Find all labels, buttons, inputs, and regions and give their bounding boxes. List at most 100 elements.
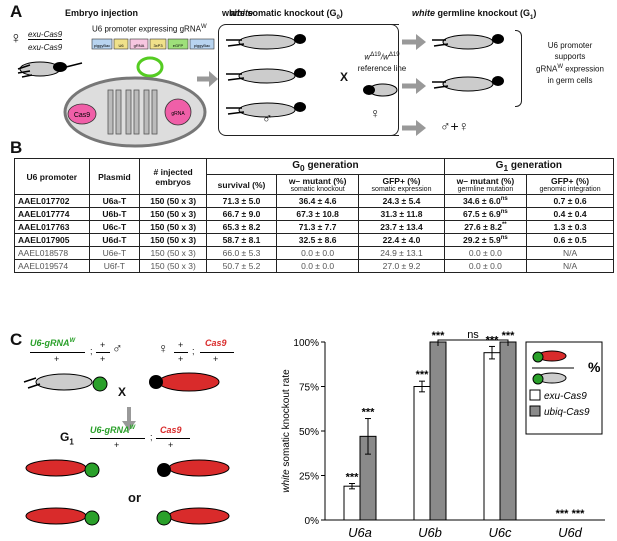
x-category-label: U6c <box>488 525 512 540</box>
bar-ubiq-Cas9 <box>429 341 447 521</box>
plasmid-part-3: gRNA <box>134 43 145 48</box>
significance-label: *** <box>362 407 376 419</box>
cell-gfp-g1: N/A <box>526 246 614 260</box>
cell-survival: 58.7 ± 8.1 <box>206 233 277 247</box>
cell-gfp-g0: 23.7 ± 13.4 <box>358 220 445 234</box>
c-cross-x: X <box>118 385 127 399</box>
c-right-cas9: Cas9 <box>205 338 227 348</box>
g1-mosquitoes <box>432 34 504 92</box>
female-symbol-icon: ♀ <box>10 30 22 47</box>
cell-w-g1: 0.0 ± 0.0 <box>443 246 528 260</box>
y-tick-label: 75% <box>299 383 319 394</box>
cell-w-g0: 71.3 ± 7.7 <box>275 220 360 234</box>
header-u6-promoter: U6 promoter <box>14 158 90 195</box>
cell-gfp-g1: 0.7 ± 0.6 <box>526 194 614 208</box>
svg-text:gRNA: gRNA <box>171 111 185 117</box>
cell-w-g0: 0.0 ± 0.0 <box>275 246 360 260</box>
table-row: AAEL018578 U6e-T 150 (50 x 3) 66.0 ± 5.3… <box>14 246 614 260</box>
c-left-genotype: U6-gRNAW <box>30 338 76 348</box>
significance-label: *** <box>502 330 516 342</box>
c-parent-mosquitoes <box>23 372 220 392</box>
piggybac-right-box <box>189 38 215 50</box>
legend-label-ubiq-Cas9: ubiq-Cas9 <box>544 407 590 418</box>
plasmid-part-6: piggyBac <box>194 43 210 48</box>
x-category-label: U6d <box>558 525 583 540</box>
exu-cas9-bottom-label: exu-Cas9 <box>28 43 63 52</box>
c-male-symbol-icon: ♂ <box>112 340 123 356</box>
y-tick-label: 100% <box>293 338 319 349</box>
g1-brace <box>515 30 522 107</box>
cell-survival: 66.0 ± 5.3 <box>206 246 277 260</box>
cell-gfp-g1: 0.6 ± 0.5 <box>526 233 614 247</box>
panel-a-letter: A <box>10 2 23 21</box>
bar-exu-Cas9 <box>483 352 501 521</box>
c-or-label: or <box>128 490 141 505</box>
c-left-plus-1: + <box>54 354 60 364</box>
legend-percent: % <box>588 359 601 375</box>
legend-mosquito-head-icon <box>532 373 544 385</box>
plasmid-diagram: piggyBac U6 gRNA 3xP3 eGFP piggyBac <box>91 38 215 50</box>
c-right-plus-3: + <box>213 354 219 364</box>
c-left-genotype-line <box>30 352 85 353</box>
c-g1-label: G1 <box>60 430 74 447</box>
c-left-semicolon: ; <box>90 346 93 356</box>
cell-gfp-g0: 22.4 ± 4.0 <box>358 233 445 247</box>
mosquito-female-icon <box>17 61 83 78</box>
somatic-knockout-title: whitewhite somatic knockout (G0) <box>222 8 343 21</box>
egfp-box <box>167 38 189 50</box>
header-g0-generation: G0 generation <box>206 158 445 175</box>
cell-gfp-g0: 27.0 ± 9.2 <box>358 259 445 273</box>
g1-mosquito-2 <box>432 76 504 92</box>
cell-w-g0: 32.5 ± 8.6 <box>275 233 360 247</box>
g1-mosquito-1 <box>432 34 504 50</box>
cell-plasmid: U6f-T <box>88 259 141 273</box>
c-g1-plus-2: + <box>168 440 174 450</box>
cell-promoter: AAEL017774 <box>14 207 90 221</box>
cell-w-g1: 29.2 ± 5.9ns <box>443 233 528 247</box>
cell-gfp-g0: 31.3 ± 11.8 <box>358 207 445 221</box>
y-axis-label-rest: somatic knockout rate <box>281 369 292 469</box>
cell-gfp-g1: N/A <box>526 259 614 273</box>
reference-line-label: reference line <box>357 64 407 73</box>
c-female-mosquito <box>149 372 220 392</box>
cell-w-g0: 67.3 ± 10.8 <box>275 207 360 221</box>
cell-plasmid: U6a-T <box>88 194 141 208</box>
c-g1-line-2 <box>156 438 190 439</box>
embryo-injection-title: Embryo injection <box>65 8 139 18</box>
g0-mosquitoes <box>226 34 306 118</box>
header-gfp-g1: GFP+ (%)genomic integration <box>526 174 614 195</box>
c-g1-semicolon: ; <box>150 432 153 442</box>
bar-exu-Cas9 <box>413 386 431 521</box>
y-tick-label: 25% <box>299 472 319 483</box>
cell-plasmid: U6b-T <box>88 207 141 221</box>
c-left-genotype-line-2 <box>96 352 110 353</box>
male-symbol-icon: ♂ <box>262 110 273 126</box>
significance-label: *** <box>572 508 586 520</box>
panel-c-letter: C <box>10 330 23 349</box>
reference-line-genotype: wΔ19/wΔ19 <box>364 52 400 62</box>
c-g1-mosquito-3 <box>25 507 100 526</box>
table-row: AAEL017774 U6b-T 150 (50 x 3) 66.7 ± 9.0… <box>14 207 614 221</box>
c-g1-line <box>90 438 145 439</box>
3xp3-box <box>149 38 167 50</box>
g0-bracket <box>218 24 399 136</box>
panel-b-letter: B <box>10 138 23 157</box>
cell-promoter: AAEL017702 <box>14 194 90 208</box>
c-right-semicolon: ; <box>192 346 195 356</box>
significance-label: *** <box>432 330 446 342</box>
table-row: AAEL017905 U6d-T 150 (50 x 3) 58.7 ± 8.1… <box>14 233 614 247</box>
svg-text:Cas9: Cas9 <box>74 112 90 119</box>
cell-injected: 150 (50 x 3) <box>139 259 208 273</box>
cell-promoter: AAEL018578 <box>14 246 90 260</box>
x-category-label: U6b <box>418 525 442 540</box>
c-left-plus-2: + <box>100 340 106 350</box>
y-tick-label: 0% <box>305 516 320 527</box>
g0-mosquito-3 <box>226 102 306 118</box>
cell-promoter: AAEL019574 <box>14 259 90 273</box>
cell-w-g1: 67.5 ± 6.9ns <box>443 207 528 221</box>
g0-bracket-right <box>388 24 399 136</box>
cell-gfp-g1: 1.3 ± 0.3 <box>526 220 614 234</box>
plasmid-part-5: eGFP <box>173 43 184 48</box>
g0-mosquito-1 <box>226 34 306 50</box>
plasmid-part-2: U6 <box>118 43 124 48</box>
